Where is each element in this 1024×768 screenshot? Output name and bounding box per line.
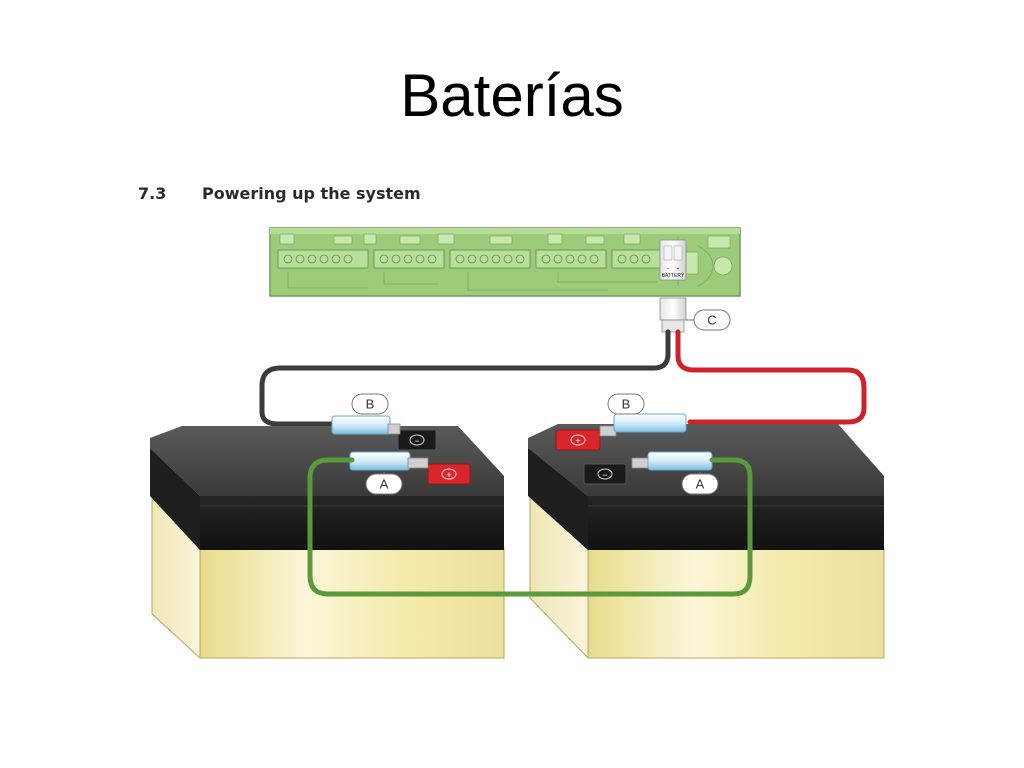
left-clip-a — [349, 451, 429, 471]
callout-a-right: A — [681, 472, 719, 495]
callout-b-right-label: B — [622, 397, 631, 412]
left-positive-terminal: + — [427, 463, 471, 485]
left-negative-terminal: − — [397, 429, 437, 451]
callout-a-left: A — [365, 472, 403, 495]
control-panel-pcb: − + BATTERY — [269, 227, 741, 297]
pcb-minus-symbol: − — [667, 266, 670, 272]
right-plus-symbol: + — [575, 436, 580, 446]
callout-c-label: C — [707, 313, 716, 328]
section-number: 7.3 — [138, 184, 167, 203]
black-wire — [259, 329, 671, 427]
right-minus-symbol: − — [602, 470, 607, 480]
pcb-battery-label: BATTERY — [662, 273, 685, 279]
left-plus-symbol: + — [446, 470, 451, 480]
right-clip-b — [599, 413, 687, 437]
callout-b-left-label: B — [366, 397, 375, 412]
left-minus-symbol: − — [414, 436, 419, 446]
pcb-battery-connector: − + BATTERY — [659, 239, 687, 281]
callout-c: C — [686, 309, 731, 331]
callout-b-right: B — [607, 393, 645, 415]
callout-a-left-label: A — [380, 477, 389, 492]
callout-b-left: B — [351, 393, 389, 415]
battery-right: + − — [528, 413, 885, 660]
pcb-plus-symbol: + — [677, 266, 680, 272]
right-positive-terminal: + — [555, 429, 601, 451]
battery-wiring-diagram: − + BATTERY − + — [150, 227, 885, 660]
battery-left: − + — [150, 415, 505, 660]
slide-title: Baterías — [400, 62, 624, 129]
right-negative-terminal: − — [583, 463, 627, 485]
callout-a-right-label: A — [696, 477, 705, 492]
battery-cable-plug — [659, 297, 687, 333]
section-heading: Powering up the system — [202, 184, 421, 203]
left-clip-b — [331, 415, 401, 435]
red-wire — [675, 329, 867, 425]
green-jumper-wire — [307, 457, 753, 597]
